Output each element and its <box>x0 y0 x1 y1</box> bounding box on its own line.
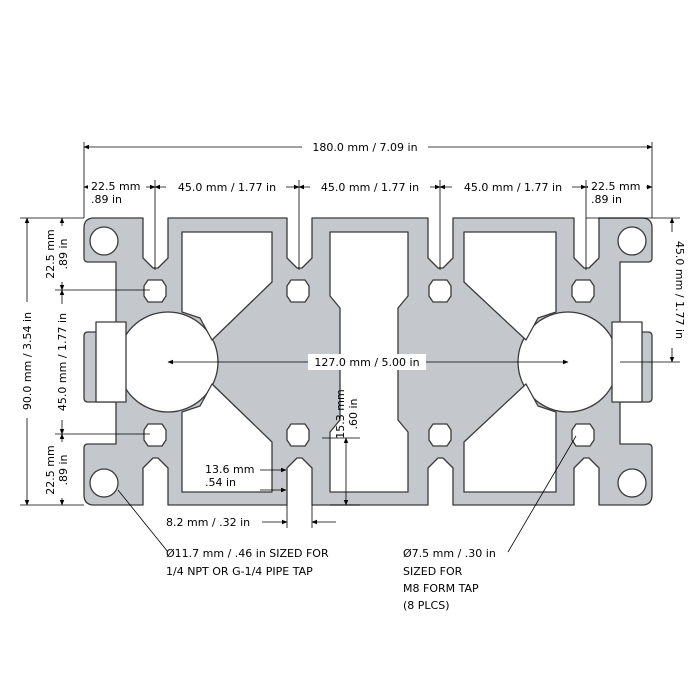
core-hole-4 <box>571 279 595 303</box>
right-upper-cavity <box>463 231 557 341</box>
top-left-edge-mm: 22.5 mm <box>91 180 140 193</box>
corner-hole-tl <box>89 226 119 256</box>
slot-inner-mm: 13.6 mm <box>205 463 254 476</box>
small-hole-note-1: Ø7.5 mm / .30 in <box>403 547 496 560</box>
small-hole-note-2: SIZED FOR <box>403 565 463 578</box>
overall-width-label: 180.0 mm / 7.09 in <box>312 141 417 154</box>
large-hole-note-1: Ø11.7 mm / .46 in SIZED FOR <box>166 547 329 560</box>
slot-depth-mm: 15.3 mm <box>334 389 347 438</box>
left-top-edge-in: .89 in <box>57 238 70 269</box>
core-holes <box>143 279 595 447</box>
right-lower-cavity <box>463 383 557 493</box>
left-upper-cavity <box>181 231 273 341</box>
small-hole-note-4: (8 PLCS) <box>403 599 450 612</box>
corner-hole-br <box>617 468 647 498</box>
pitch-1-label: 45.0 mm / 1.77 in <box>178 181 276 194</box>
top-left-edge-in: .89 in <box>91 193 122 206</box>
left-pitch-label: 45.0 mm / 1.77 in <box>56 313 69 411</box>
core-hole-1 <box>143 279 167 303</box>
corner-hole-tr <box>617 226 647 256</box>
small-hole-note-3: M8 FORM TAP <box>403 582 479 595</box>
large-hole-note-2: 1/4 NPT OR G-1/4 PIPE TAP <box>166 565 313 578</box>
left-top-edge-mm: 22.5 mm <box>44 229 57 278</box>
core-hole-3 <box>428 279 452 303</box>
slot-depth-in: .60 in <box>347 398 360 429</box>
right-pitch-label: 45.0 mm / 1.77 in <box>673 241 686 339</box>
callout-notes: Ø11.7 mm / .46 in SIZED FOR 1/4 NPT OR G… <box>166 547 496 612</box>
corner-hole-bl <box>89 468 119 498</box>
core-hole-7 <box>428 423 452 447</box>
slot-inner-in: .54 in <box>205 476 236 489</box>
core-hole-2 <box>286 279 310 303</box>
left-lower-cavity <box>181 383 273 493</box>
left-bottom-edge-mm: 22.5 mm <box>44 445 57 494</box>
top-right-edge-in: .89 in <box>591 193 622 206</box>
pitch-3-label: 45.0 mm / 1.77 in <box>464 181 562 194</box>
slot-opening-label: 8.2 mm / .32 in <box>166 516 250 529</box>
core-hole-8 <box>571 423 595 447</box>
left-side-slot <box>95 321 127 403</box>
pitch-2-label: 45.0 mm / 1.77 in <box>321 181 419 194</box>
overall-height-label: 90.0 mm / 3.54 in <box>21 312 34 410</box>
bore-spacing-label: 127.0 mm / 5.00 in <box>314 356 419 369</box>
core-hole-5 <box>143 423 167 447</box>
top-right-edge-mm: 22.5 mm <box>591 180 640 193</box>
dimension-labels: 180.0 mm / 7.09 in 22.5 mm .89 in 45.0 m… <box>19 139 686 529</box>
core-hole-6 <box>286 423 310 447</box>
left-bottom-edge-in: .89 in <box>57 454 70 485</box>
